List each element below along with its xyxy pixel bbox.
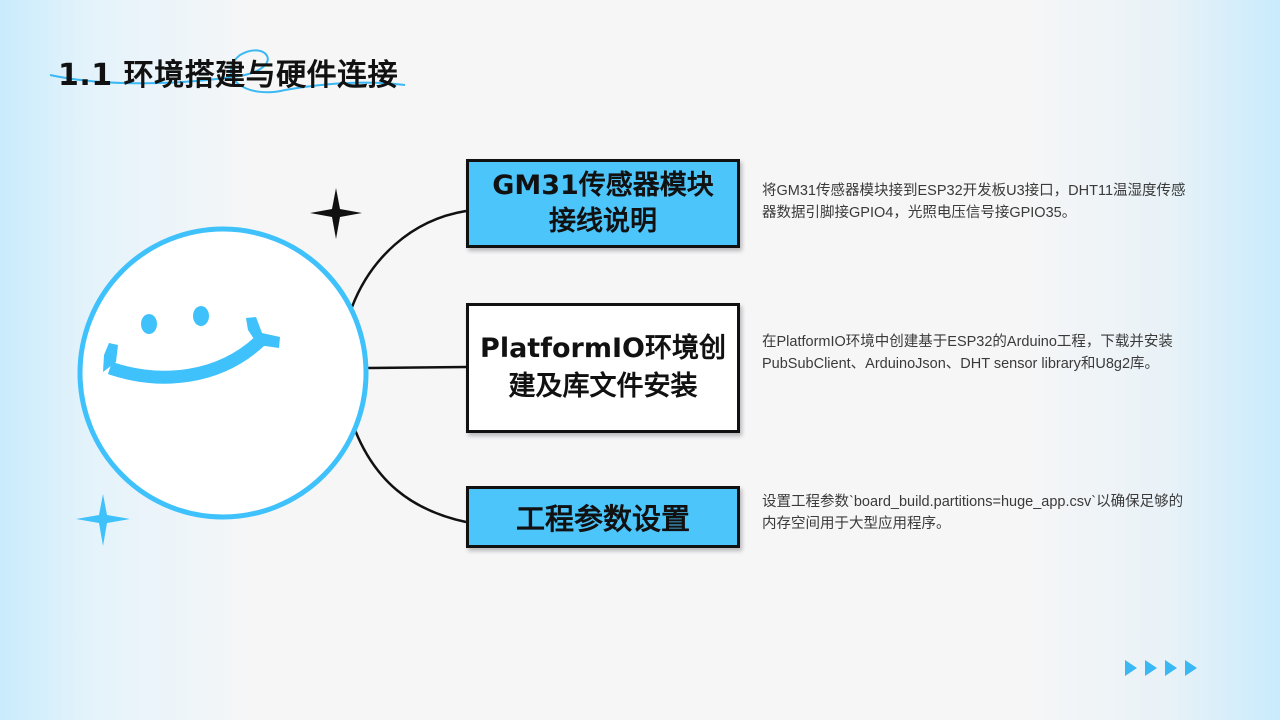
title-swoosh-decoration — [49, 49, 406, 94]
triangle-arrow-icon — [1145, 660, 1157, 676]
triangle-arrow-icon — [1125, 660, 1137, 676]
step-box-label: GM31传感器模块接线说明 — [492, 169, 714, 237]
smiley-mouth — [107, 334, 267, 384]
slide-title: 1.1 环境搭建与硬件连接 — [58, 58, 399, 93]
step-box-sensor-wiring: GM31传感器模块接线说明 — [466, 159, 740, 248]
step-description-sensor-wiring: 将GM31传感器模块接到ESP32开发板U3接口，DHT11温湿度传感器数据引脚… — [762, 183, 1186, 221]
step-description-platformio-setup: 在PlatformIO环境中创建基于ESP32的Arduino工程，下载并安装P… — [762, 334, 1173, 372]
connector-middle — [366, 365, 467, 370]
step-box-project-params: 工程参数设置 — [466, 486, 740, 548]
smiley-face-icon — [77, 226, 369, 520]
connector-bottom — [353, 429, 467, 524]
four-point-star-icon-blue — [76, 494, 130, 546]
smiley-left-eye — [141, 314, 157, 334]
triangle-arrow-icon — [1165, 660, 1177, 676]
connector-top — [350, 209, 467, 308]
four-point-star-icon-black — [310, 188, 362, 239]
next-arrows[interactable] — [1125, 660, 1197, 676]
smiley-right-eye — [193, 306, 209, 326]
step-box-platformio-setup: PlatformIO环境创建及库文件安装 — [466, 303, 740, 433]
step-description-project-params: 设置工程参数`board_build.partitions=huge_app.c… — [762, 494, 1184, 532]
triangle-arrow-icon — [1185, 660, 1197, 676]
step-box-label: PlatformIO环境创建及库文件安装 — [480, 333, 726, 402]
step-box-label: 工程参数设置 — [515, 502, 690, 536]
